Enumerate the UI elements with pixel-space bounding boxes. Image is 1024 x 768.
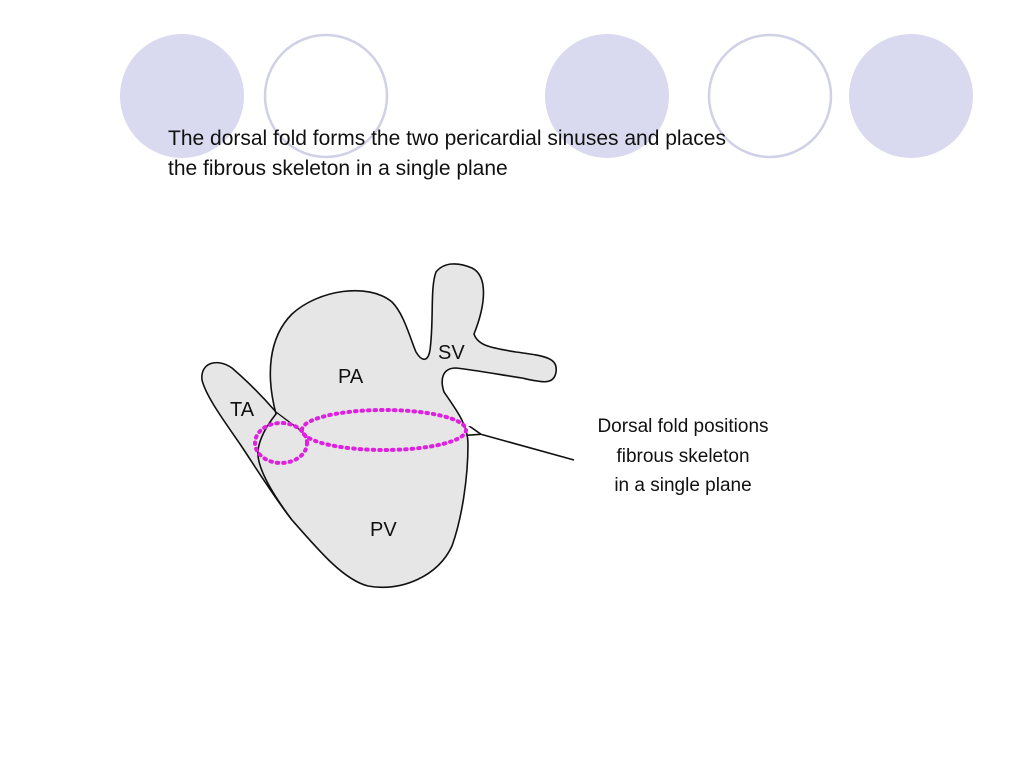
annotation-line-1: Dorsal fold positions (597, 416, 768, 437)
heart-body-shape (257, 263, 557, 588)
deco-circle-ring (263, 33, 389, 159)
annotation-arrow (480, 434, 575, 461)
caption-line-2: the fibrous skeleton in a single plane (168, 157, 508, 180)
dorsal-fold-ring-small (253, 421, 309, 465)
label-pv: PV (370, 519, 397, 541)
label-ta: TA (230, 399, 255, 421)
annotation-line-2: fibrous skeleton (616, 446, 749, 467)
slide-caption: The dorsal fold forms the two pericardia… (168, 124, 868, 184)
deco-circle-filled (849, 34, 973, 158)
label-sv: SV (438, 342, 465, 364)
deco-circle-filled (120, 34, 244, 158)
decorative-circles (120, 33, 973, 159)
deco-circle-filled (545, 34, 669, 158)
caption-line-1: The dorsal fold forms the two pericardia… (168, 127, 726, 150)
annotation-line-3: in a single plane (614, 475, 751, 496)
deco-circle-ring (707, 33, 833, 159)
label-pa: PA (338, 366, 364, 388)
